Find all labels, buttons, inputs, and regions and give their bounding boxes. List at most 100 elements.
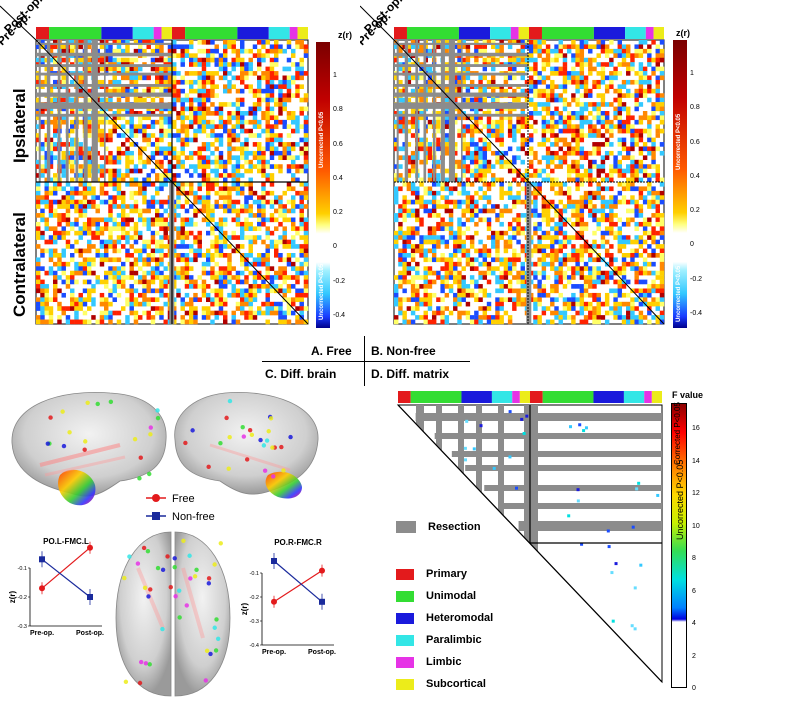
matrix-cell <box>248 186 253 192</box>
matrix-cell <box>575 75 580 81</box>
matrix-cell <box>299 208 304 214</box>
matrix-cell <box>133 288 139 294</box>
matrix-cell <box>588 57 593 63</box>
matrix-cell <box>214 239 219 245</box>
matrix-cell <box>478 168 483 174</box>
matrix-cell <box>448 261 454 267</box>
matrix-cell <box>138 248 143 254</box>
matrix-cell <box>104 310 109 316</box>
matrix-cell <box>78 230 83 236</box>
matrix-cell <box>491 257 496 263</box>
matrix-cell <box>398 155 403 161</box>
matrix-cell <box>415 186 420 192</box>
matrix-cell <box>214 177 219 183</box>
matrix-cell <box>70 244 75 249</box>
matrix-cell <box>655 168 660 174</box>
matrix-cell <box>227 119 232 125</box>
matrix-cell <box>227 40 232 45</box>
matrix-cell <box>410 150 416 156</box>
matrix-cell <box>150 288 156 294</box>
matrix-cell <box>53 146 58 152</box>
matrix-cell <box>638 40 644 45</box>
matrix-cell <box>261 199 266 205</box>
matrix-cell <box>642 239 648 245</box>
matrix-cell <box>596 102 601 107</box>
matrix-cell <box>206 253 211 258</box>
matrix-cell <box>655 62 660 67</box>
matrix-cell <box>265 173 270 178</box>
matrix-cell <box>40 208 45 214</box>
matrix-cell <box>444 168 450 174</box>
matrix-cell <box>469 159 475 165</box>
matrix-cell <box>571 235 576 240</box>
matrix-cell <box>617 244 623 249</box>
matrix-cell <box>53 270 58 276</box>
matrix-cell <box>278 310 283 316</box>
matrix-cell <box>104 217 109 223</box>
matrix-cell <box>210 150 215 156</box>
matrix-cell <box>461 115 466 121</box>
matrix-cell <box>465 253 471 258</box>
matrix-cell <box>303 257 309 263</box>
matrix-cell <box>193 106 198 112</box>
matrix-cell <box>604 53 610 58</box>
matrix-cell <box>95 230 100 236</box>
matrix-cell <box>74 248 79 254</box>
matrix-cell <box>642 75 648 81</box>
matrix-cell <box>423 239 428 245</box>
matrix-cell <box>299 248 304 254</box>
matrix-cell <box>146 204 151 209</box>
matrix-cell <box>571 111 576 116</box>
matrix-cell <box>78 57 83 63</box>
matrix-cell <box>291 208 296 214</box>
matrix-cell <box>423 275 428 280</box>
matrix-cell <box>210 119 215 125</box>
matrix-cell <box>252 270 258 276</box>
matrix-cell <box>415 217 420 223</box>
matrix-cell <box>223 253 228 258</box>
matrix-cell <box>486 248 492 254</box>
matrix-cell <box>78 266 83 271</box>
matrix-cell <box>600 97 606 103</box>
matrix-cell <box>176 226 181 232</box>
matrix-cell <box>133 111 139 116</box>
matrix-cell <box>142 310 147 316</box>
matrix-cell <box>282 239 287 245</box>
matrix-cell <box>240 128 245 134</box>
matrix-cell <box>78 168 83 174</box>
matrix-cell <box>394 213 399 218</box>
matrix-cell <box>491 164 496 169</box>
matrix-cell <box>278 150 283 156</box>
matrix-cell <box>197 124 202 129</box>
matrix-cell <box>231 230 236 236</box>
matrix-cell <box>571 115 576 121</box>
matrix-cell <box>189 57 194 63</box>
matrix-cell <box>596 217 601 223</box>
matrix-cell <box>248 195 253 200</box>
matrix-cell <box>609 75 614 81</box>
matrix-cell <box>206 177 211 183</box>
matrix-cell <box>240 235 245 240</box>
matrix-cell <box>176 44 181 50</box>
matrix-cell <box>176 190 181 196</box>
matrix-cell <box>592 133 597 138</box>
matrix-cell <box>218 226 224 232</box>
matrix-cell <box>415 230 420 236</box>
matrix-cell <box>286 75 292 81</box>
matrix-cell <box>57 217 62 223</box>
matrix-cell <box>398 48 403 54</box>
matrix-cell <box>252 275 258 280</box>
matrix-cell <box>303 164 309 169</box>
matrix-cell <box>244 253 249 258</box>
matrix-cell <box>659 275 665 280</box>
matrix-cell <box>583 226 589 232</box>
matrix-cell <box>444 88 450 94</box>
matrix-cell <box>286 319 292 325</box>
matrix-cell <box>210 177 215 183</box>
matrix-cell <box>474 119 479 125</box>
matrix-cell <box>210 204 215 209</box>
matrix-cell <box>87 128 92 134</box>
matrix-cell <box>579 124 585 129</box>
matrix-cell <box>503 208 509 214</box>
matrix-cell <box>291 226 296 232</box>
